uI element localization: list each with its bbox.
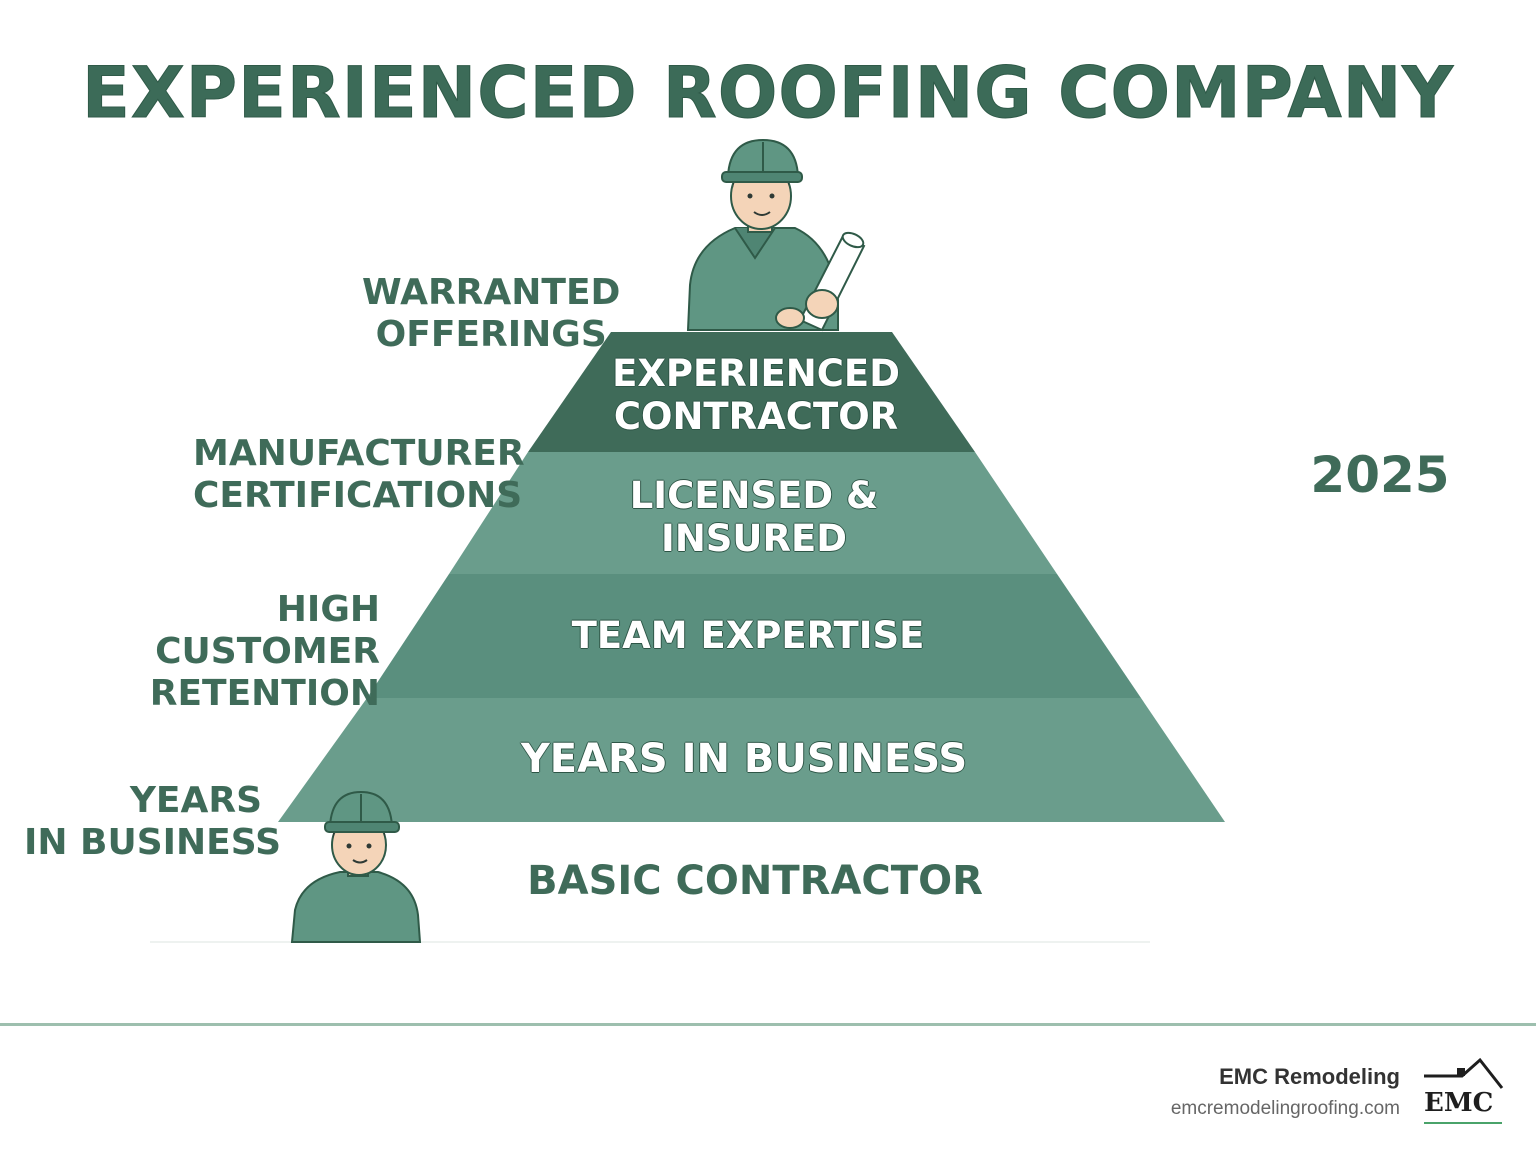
side-label-retention-line-2: CUSTOMER — [155, 631, 380, 672]
tier-2-line-1: LICENSED & — [629, 474, 879, 517]
side-label-manufacturer: MANUFACTURER CERTIFICATIONS — [193, 433, 525, 517]
side-label-warranted-line-1: WARRANTED — [362, 272, 621, 313]
tier-2-label: LICENSED & INSURED — [554, 474, 954, 560]
brand-url[interactable]: emcremodelingroofing.com — [1170, 1098, 1400, 1119]
logo-text: EMC — [1424, 1088, 1494, 1118]
pyramid-tier-1 — [528, 332, 975, 452]
tier-4-line-1: YEARS IN BUSINESS — [520, 736, 968, 782]
brand-logo: EMC — [1420, 1056, 1506, 1126]
worker-with-blueprint-icon — [686, 138, 866, 332]
tier-4-label: YEARS IN BUSINESS — [444, 738, 1044, 781]
side-label-retention: HIGH CUSTOMER RETENTION — [140, 589, 380, 715]
logo-underline — [1424, 1122, 1502, 1124]
side-label-retention-line-3: RETENTION — [149, 673, 380, 714]
side-label-years: YEARS IN BUSINESS — [24, 780, 282, 864]
tier-1-line-2: CONTRACTOR — [613, 395, 899, 438]
brand-name: EMC Remodeling — [1219, 1064, 1400, 1089]
side-label-warranted: WARRANTED OFFERINGS — [362, 272, 620, 356]
side-label-years-line-1: YEARS — [129, 780, 262, 821]
tier-1-label: EXPERIENCED CONTRACTOR — [556, 352, 956, 438]
pyramid-tier-3 — [367, 574, 1141, 698]
pyramid-tier-2 — [449, 452, 1057, 574]
house-roof-logo-icon — [1424, 1057, 1504, 1089]
footer-divider — [0, 1023, 1536, 1026]
worker-icon — [290, 790, 422, 943]
side-label-years-line-2: IN BUSINESS — [24, 822, 282, 863]
page-title: EXPERIENCED ROOFING COMPANY — [82, 52, 1454, 135]
pyramid-tier-4 — [278, 698, 1225, 822]
pyramid-diagram — [150, 138, 1225, 943]
tier-3-label: TEAM EXPERTISE — [498, 614, 998, 657]
tier-3-line-1: TEAM EXPERTISE — [571, 614, 925, 657]
side-label-retention-line-1: HIGH — [276, 589, 380, 630]
base-label: BASIC CONTRACTOR — [527, 858, 983, 904]
side-label-manufacturer-line-1: MANUFACTURER — [193, 433, 525, 474]
side-label-warranted-line-2: OFFERINGS — [375, 314, 607, 355]
tier-2-line-2: INSURED — [661, 517, 847, 560]
tier-1-line-1: EXPERIENCED — [612, 352, 900, 395]
year-label: 2025 — [1310, 446, 1450, 504]
side-label-manufacturer-line-2: CERTIFICATIONS — [193, 475, 523, 516]
